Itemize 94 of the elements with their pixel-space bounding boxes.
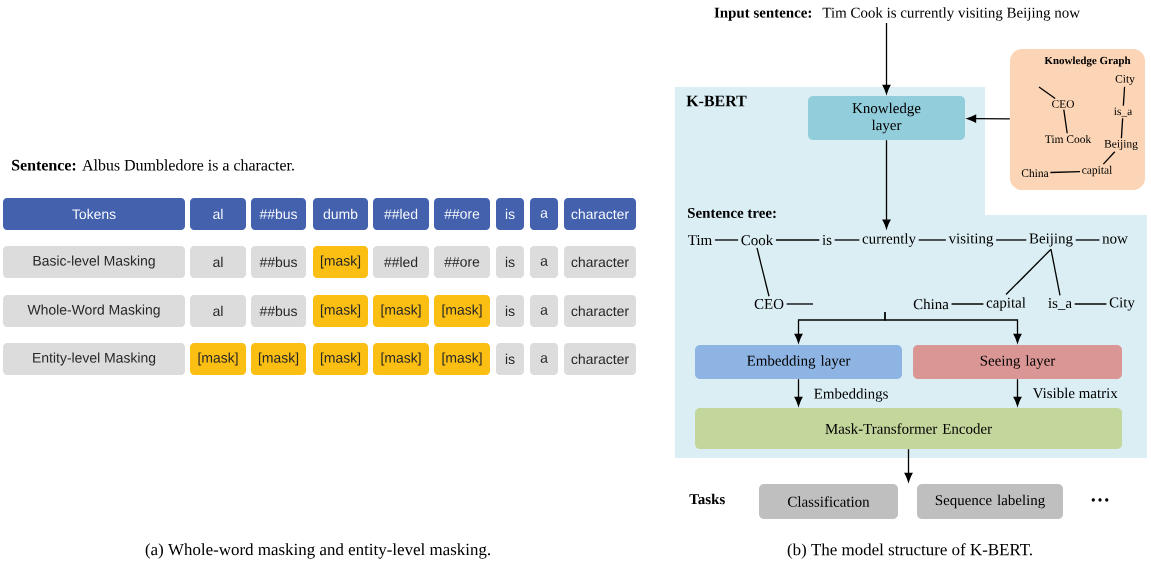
token-cell: al (190, 295, 246, 327)
arrow (882, 139, 891, 229)
token-cell: a (530, 295, 558, 327)
ellipsis: … (1091, 498, 1109, 502)
heading-text: Sentence tree: (688, 207, 776, 219)
connector-line (1050, 248, 1061, 297)
header-cell: Tokens (3, 198, 185, 230)
token-cell: ##ore (434, 198, 490, 230)
token-cell: ##bus (251, 246, 306, 278)
tree-word: now (1102, 236, 1128, 244)
connector-line (1005, 248, 1052, 296)
token-cell: a (530, 343, 558, 375)
connector-line (1038, 86, 1056, 100)
arrow (904, 448, 913, 482)
task-box: Classification (759, 484, 898, 519)
tree-word: is_a (1048, 298, 1072, 310)
masked-token: [mask] (313, 343, 368, 375)
token-cell: a (530, 198, 558, 230)
token-cell: al (190, 198, 246, 230)
connector-line (714, 239, 739, 241)
tree-word: Beijing (1029, 233, 1073, 247)
token-cell: character (564, 198, 636, 230)
token-cell: ##bus (251, 295, 306, 327)
header-cell: Whole-Word Masking (3, 295, 185, 327)
token-cell: dumb (313, 198, 368, 230)
connector-line (756, 247, 770, 297)
tree-word: CEO (754, 299, 784, 309)
masked-token: [mask] (434, 343, 490, 375)
token-cell: character (564, 343, 636, 375)
connector-line (1075, 239, 1101, 241)
knowledge-layer-box: Knowledge layer (808, 96, 965, 140)
graph-entity: Tim Cook (1045, 134, 1092, 143)
graph-entity: capital (1082, 165, 1113, 177)
masked-token: [mask] (313, 246, 368, 278)
token-cell: al (190, 246, 246, 278)
arrow (884, 311, 1022, 343)
header-cell: Basic-level Masking (3, 246, 185, 278)
tree-word: currently (862, 233, 916, 247)
tree-word: China (913, 298, 949, 310)
masked-token: [mask] (251, 343, 306, 375)
arrow (967, 114, 1011, 123)
token-cell: character (564, 295, 636, 327)
token-cell: ##bus (251, 198, 306, 230)
token-cell: ##led (373, 246, 429, 278)
tree-word: Cook (741, 234, 774, 246)
token-cell: character (564, 246, 636, 278)
connector-line (1074, 303, 1108, 305)
arrow (1013, 378, 1022, 406)
token-cell: is (496, 198, 524, 230)
connector-line (1063, 108, 1068, 134)
caption: (b) The model structure of K-BERT. (787, 543, 1032, 559)
token-cell: ##ore (434, 246, 490, 278)
masked-token: [mask] (190, 343, 246, 375)
embedding-layer-box: Embedding layer (695, 345, 902, 379)
connector-line (786, 303, 814, 305)
connector-line (950, 303, 985, 305)
connector-line (1122, 86, 1126, 107)
masked-token: [mask] (373, 295, 429, 327)
heading-text: Tasks (689, 493, 725, 505)
token-cell: a (530, 246, 558, 278)
graph-entity: is_a (1114, 107, 1133, 117)
sentence-text: Sentence: Albus Dumbledore is a character. (12, 159, 294, 171)
masked-token: [mask] (373, 343, 429, 375)
header-cell: Entity-level Masking (3, 343, 185, 375)
graph-entity: Beijing (1104, 139, 1138, 150)
task-box: Sequence labeling (917, 484, 1063, 519)
encoder-box: Mask-Transformer Encoder (695, 408, 1122, 449)
connector-line (918, 239, 947, 241)
seeing-layer-box: Seeing layer (913, 345, 1122, 379)
token-cell: ##led (373, 198, 429, 230)
connector-line (1049, 170, 1081, 174)
arrow (794, 378, 803, 406)
token-cell: is (496, 295, 524, 327)
connector-line (1102, 151, 1116, 165)
input-sentence: Input sentence: Tim Cook is currently visiting Beijing now (714, 7, 1080, 21)
arrow (882, 22, 891, 94)
connector-line (995, 239, 1027, 241)
tree-word: visiting (948, 233, 994, 247)
masked-token: [mask] (434, 295, 490, 327)
graph-entity: CEO (1052, 100, 1074, 108)
connector-line (1120, 117, 1124, 139)
edge-label: Visible matrix (1031, 386, 1120, 400)
tree-word: capital (986, 297, 1026, 311)
graph-entity: City (1115, 75, 1135, 85)
tree-word: City (1109, 297, 1135, 311)
connector-line (834, 239, 860, 241)
token-cell: is (496, 343, 524, 375)
tree-word: is (822, 235, 832, 245)
connector-line (775, 239, 820, 241)
tree-word: Tim (688, 235, 712, 245)
token-cell: is (496, 246, 524, 278)
caption: (a) Whole-word masking and entity-level masking. (145, 543, 490, 559)
graph-entity: China (1021, 168, 1049, 177)
masked-token: [mask] (313, 295, 368, 327)
